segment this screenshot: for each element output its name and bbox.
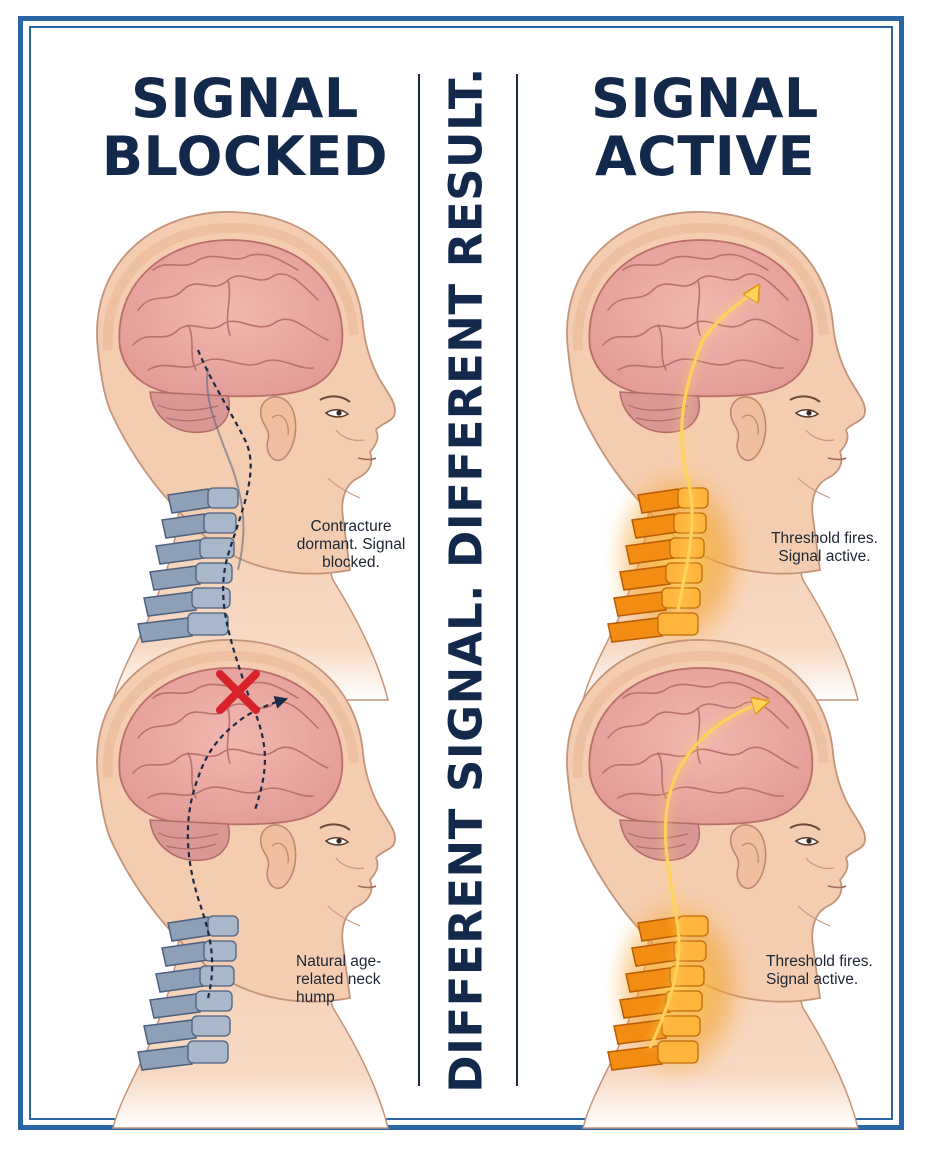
outer-frame [18, 16, 904, 1130]
title-left-line2: BLOCKED [101, 125, 389, 188]
divider-right [516, 74, 518, 1086]
title-right-line2: ACTIVE [594, 125, 816, 188]
caption-top-left: Contracture dormant. Signal blocked. [296, 518, 406, 571]
head-top-left [97, 212, 395, 700]
head-bottom-left [97, 640, 395, 1128]
title-left-line1: SIGNAL [131, 67, 359, 130]
title-signal-blocked: SIGNAL BLOCKED [60, 70, 430, 186]
title-signal-active: SIGNAL ACTIVE [520, 70, 890, 186]
divider-left [418, 74, 420, 1086]
caption-bottom-right: Threshold fires. Signal active. [766, 953, 873, 988]
inner-frame [29, 26, 893, 1120]
caption-bottom-left: Natural age-related neck hump [296, 953, 382, 1006]
caption-top-right: Threshold fires. Signal active. [771, 530, 878, 565]
head-top-right [567, 212, 865, 700]
head-bottom-right [567, 640, 865, 1128]
title-right-line1: SIGNAL [591, 67, 819, 130]
red-x-icon [216, 670, 260, 714]
dashed-signal-path-blocked [196, 349, 266, 811]
